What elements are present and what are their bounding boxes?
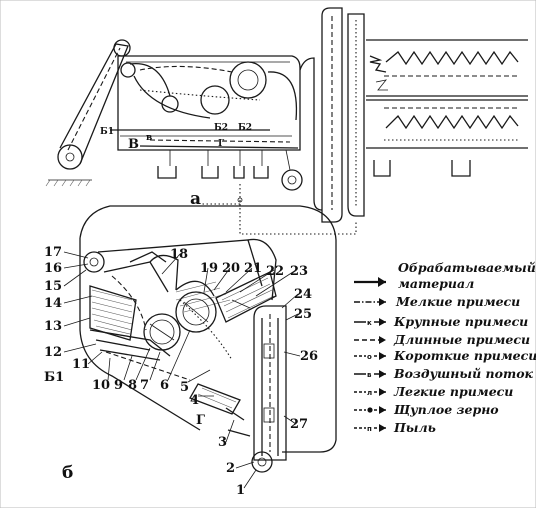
legend-text-7: Легкие примеси <box>393 384 513 399</box>
legend-marker-9: п <box>367 425 372 433</box>
legend-text-1a: Обрабатываемый <box>398 260 536 275</box>
legend-text-9: Пыль <box>393 420 436 435</box>
callout-16: 16 <box>44 261 62 276</box>
callout-5: 5 <box>180 380 189 395</box>
label-g-b: Г <box>196 413 205 428</box>
legend-marker-5: о <box>367 353 372 361</box>
figure-label-b: б <box>62 463 73 483</box>
callout-25: 25 <box>294 307 312 322</box>
callout-3: 3 <box>218 435 227 450</box>
legend-text-4: Длинные примеси <box>393 332 530 347</box>
callout-27: 27 <box>290 417 308 432</box>
label-b2-a-1: Б2 <box>214 123 228 133</box>
label-b1-a: Б1 <box>100 127 114 137</box>
callout-21: 21 <box>244 261 262 276</box>
legend-text-3: Крупные примеси <box>393 314 528 329</box>
callout-14: 14 <box>44 296 62 311</box>
figure-label-a: а <box>190 189 201 209</box>
machine-b <box>79 205 337 473</box>
callout-8: 8 <box>128 378 137 393</box>
callout-13: 13 <box>44 319 62 334</box>
label-b1-b: Б1 <box>44 370 64 385</box>
label-v-a: В <box>128 137 139 152</box>
callout-15: 15 <box>44 279 62 294</box>
callout-7: 7 <box>140 378 149 393</box>
label-b2-a-2: Б2 <box>238 123 252 133</box>
callout-9: 9 <box>114 378 123 393</box>
legend-marker-7: л <box>367 389 372 397</box>
legend-text-1b: материал <box>398 276 474 291</box>
legend: к о в л п <box>354 277 386 433</box>
label-g-a: Г <box>218 139 225 149</box>
callout-22: 22 <box>266 264 284 279</box>
legend-marker-3: к <box>367 319 372 327</box>
callout-12: 12 <box>44 345 62 360</box>
callout-1: 1 <box>236 483 245 498</box>
callout-20: 20 <box>222 261 240 276</box>
callout-11: 11 <box>72 357 90 372</box>
callout-26: 26 <box>300 349 318 364</box>
callout-17: 17 <box>44 245 62 260</box>
legend-text-8: Щуплое зерно <box>393 402 499 417</box>
callout-23: 23 <box>290 264 308 279</box>
legend-text-5: Короткие примеси <box>393 348 536 363</box>
legend-text-2: Мелкие примеси <box>395 294 520 309</box>
callout-10: 10 <box>92 378 110 393</box>
callout-24: 24 <box>294 287 312 302</box>
legend-marker-6: в <box>367 371 372 379</box>
callout-2: 2 <box>226 461 235 476</box>
callout-19: 19 <box>200 261 218 276</box>
callout-leaders <box>63 251 301 489</box>
label-v-small-a: в <box>146 133 152 143</box>
callout-6: 6 <box>160 378 169 393</box>
callout-4: 4 <box>190 393 199 408</box>
legend-text-6: Воздушный поток <box>393 366 534 381</box>
schematic-a <box>45 7 528 235</box>
